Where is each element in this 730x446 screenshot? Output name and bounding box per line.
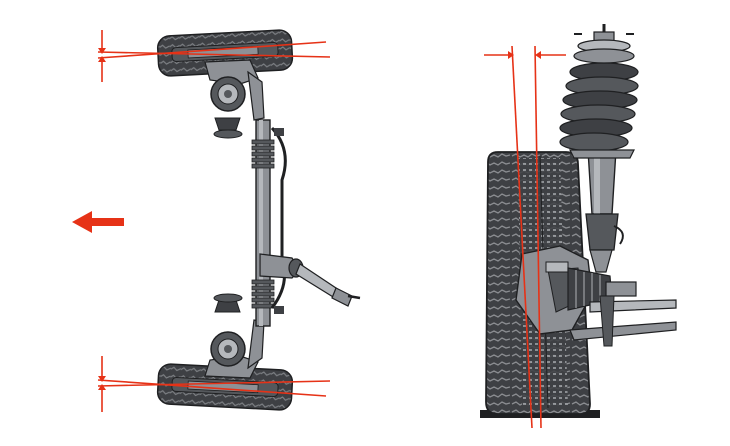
hub-assembly-bottom — [204, 293, 265, 379]
hub-assembly-top — [204, 59, 265, 139]
lower-arm — [569, 295, 677, 347]
arrow-left-icon — [72, 211, 124, 233]
strut-assembly — [559, 24, 639, 273]
camber-front-view — [480, 24, 677, 429]
steering-rack — [251, 119, 287, 327]
rack-boot-bottom — [251, 279, 275, 309]
steering-pinion — [259, 253, 361, 307]
coil-spring — [559, 62, 639, 152]
toe-reference-lines — [97, 30, 331, 412]
camber-reference-lines — [484, 45, 566, 429]
rack-boot-top — [251, 139, 275, 169]
toe-top-view — [72, 29, 361, 412]
strut-top-mount — [569, 24, 635, 159]
